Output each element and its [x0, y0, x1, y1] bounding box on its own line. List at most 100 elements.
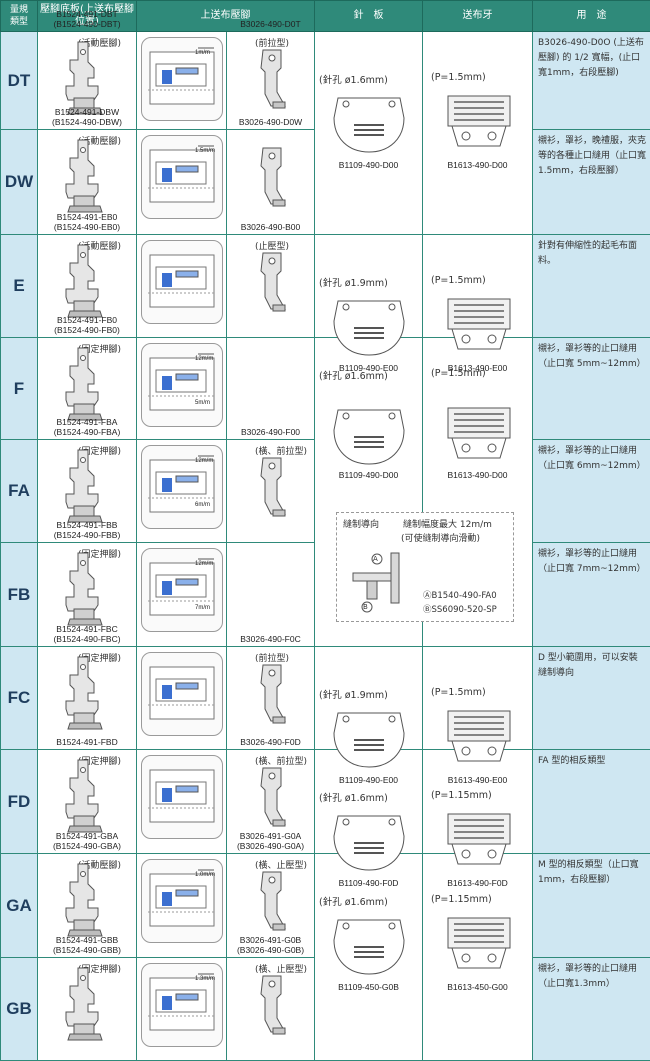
- upper-part-number: B3026-490-D0W: [229, 117, 312, 127]
- foot-position-diagram: [142, 653, 222, 733]
- guide-title-1: 縫制導向: [343, 517, 379, 530]
- presser-foot-icon: [60, 758, 106, 834]
- feed-part-number: B1613-490-D00: [423, 160, 532, 170]
- header-use: 用 途: [533, 1, 650, 32]
- upper-part-number: B3026-491-G0B (B3026-490-G0B): [229, 935, 312, 955]
- feed-spec: (P=1.5mm): [431, 275, 486, 286]
- header-feed: 送布牙: [423, 1, 533, 32]
- upper-cell: (前拉型) B3026-490-F0C: [227, 647, 315, 750]
- needle-spec: (針孔 ø1.6mm): [319, 894, 388, 908]
- foot-part-number: B1524-491-GBA (B1524-490-GBA): [42, 831, 132, 851]
- feed-dog-icon: [438, 912, 518, 974]
- upper-feed-foot-icon: [253, 454, 293, 524]
- type-code: FC: [1, 647, 38, 750]
- upper-cell: (橫、止壓型) B3026-491-G0B (B3026-490-G0B): [227, 958, 315, 1061]
- needle-plate-cell: (針孔 ø1.6mm) B1109-490-D00: [315, 32, 423, 235]
- sewing-guide-inset: 縫制導向 縫制幅度最大 12m/m (可使縫制導向滑動) A B ⒶB1540-…: [336, 512, 514, 622]
- header-needle: 針 板: [315, 1, 423, 32]
- guide-mark-b: B: [363, 603, 368, 611]
- diagram-cell: 1.5m/m: [137, 130, 227, 235]
- foot-position-diagram: [142, 241, 222, 321]
- foot-part-number: B1524-491-FBB (B1524-490-FBB): [42, 520, 132, 540]
- upper-feed-foot-icon: [253, 868, 293, 938]
- foot-part-number: B1524-491-GBB (B1524-490-GBB): [42, 935, 132, 955]
- dimension-label: 1.5m/m: [195, 146, 215, 156]
- needle-part-number: B1109-450-G0B: [315, 982, 422, 992]
- dimension-label: 1.0m/m: [195, 870, 215, 880]
- needle-plate-cell: (針孔 ø1.9mm) B1109-490-E00: [315, 647, 423, 750]
- upper-feed-foot-icon: [253, 249, 293, 319]
- part-row: FC (固定押腳) B1524-491-FBC (B1524-490-FBC) …: [1, 647, 650, 750]
- diagram-cell: 1.3m/m: [137, 958, 227, 1061]
- needle-plate-icon: [330, 90, 408, 156]
- use-description: 襯衫，罩衫等的止口縫用（止口寬 5mm~12mm）: [533, 338, 650, 440]
- type-code: FA: [1, 440, 38, 543]
- upper-cell: B3026-490-D0W: [227, 130, 315, 235]
- feed-dog-cell: (P=1.15mm) B1613-450-G00: [423, 854, 533, 1061]
- feed-spec: (P=1.5mm): [431, 368, 486, 379]
- diagram-cell: 12m/m 5m/m: [137, 338, 227, 440]
- presser-foot-icon: [60, 551, 106, 627]
- needle-spec: (針孔 ø1.9mm): [319, 687, 388, 701]
- upper-part-number: B3026-490-F00: [229, 427, 312, 437]
- feed-dog-icon: [438, 90, 518, 152]
- use-description: 襯衫，罩衫等的止口縫用（止口寬 6mm~12mm）: [533, 440, 650, 543]
- diagram-cell: [137, 647, 227, 750]
- use-description: B3026-490-D0O (上送布壓腳) 的 1/2 寬幅，(止口寬1mm，右…: [533, 32, 650, 130]
- sewing-guide-icon: [347, 545, 417, 615]
- feed-part-number: B1613-450-G00: [423, 982, 532, 992]
- needle-plate-cell: (針孔 ø1.9mm) B1109-490-E00: [315, 235, 423, 338]
- feed-dog-cell: (P=1.5mm) B1613-490-E00: [423, 235, 533, 338]
- needle-spec: (針孔 ø1.6mm): [319, 72, 388, 86]
- use-description: 襯衫，罩衫等的止口縫用（止口寬1.3mm）: [533, 958, 650, 1061]
- diagram-cell: 1m/m: [137, 32, 227, 130]
- presser-foot-icon: [60, 862, 106, 938]
- needle-spec: (針孔 ø1.9mm): [319, 275, 388, 289]
- use-description: 針對有伸縮性的起毛布面料。: [533, 235, 650, 338]
- upper-cell: (橫、前拉型) B3026-490-F00: [227, 440, 315, 543]
- dimension-label-2: 6m/m: [195, 500, 210, 510]
- upper-part-number: B3026-490-D0T: [229, 19, 312, 29]
- needle-part-number: B1109-490-D00: [315, 470, 422, 480]
- guide-mark-a: A: [373, 555, 378, 563]
- feed-spec: (P=1.5mm): [431, 687, 486, 698]
- foot-part-number: B1524-491-DBT (B1524-490-DBT): [42, 9, 132, 29]
- type-code: FB: [1, 543, 38, 647]
- diagram-cell: [137, 750, 227, 854]
- foot-position-diagram: [142, 38, 222, 118]
- use-description: D 型小範圍用，可以安裝縫制導向: [533, 647, 650, 750]
- diagram-cell: 12m/m 6m/m: [137, 440, 227, 543]
- presser-foot-icon: [60, 966, 106, 1042]
- upper-feed-foot-icon: [253, 764, 293, 834]
- presser-foot-icon: [60, 448, 106, 524]
- dimension-label-2: 5m/m: [195, 398, 210, 408]
- feed-dog-cell: (P=1.15mm) B1613-490-F0D: [423, 750, 533, 854]
- diagram-cell: 1.0m/m: [137, 854, 227, 958]
- presser-foot-icon: [60, 346, 106, 422]
- use-description: M 型的相反類型（止口寬1mm，右段壓腳）: [533, 854, 650, 958]
- type-code: DW: [1, 130, 38, 235]
- upper-feed-foot-icon: [253, 972, 293, 1042]
- needle-part-number: B1109-490-D00: [315, 160, 422, 170]
- feed-spec: (P=1.15mm): [431, 894, 492, 905]
- feed-dog-cell: (P=1.5mm) B1613-490-D00: [423, 32, 533, 235]
- foot-part-number: B1524-491-FBA (B1524-490-FBA): [42, 417, 132, 437]
- foot-cell: (固定押腳) B1524-491-GBB (B1524-490-GBB): [38, 958, 137, 1061]
- dimension-label: 12m/m: [195, 559, 213, 569]
- type-code: FD: [1, 750, 38, 854]
- feed-dog-cell: (P=1.5mm) B1613-490-E00: [423, 647, 533, 750]
- needle-spec: (針孔 ø1.6mm): [319, 790, 388, 804]
- foot-part-number: B1524-491-DBW (B1524-490-DBW): [42, 107, 132, 127]
- feed-spec: (P=1.15mm): [431, 790, 492, 801]
- guide-part-b: ⒷSS6090-520-SP: [423, 603, 497, 615]
- upper-cell: (止壓型) B3026-490-B00: [227, 235, 315, 338]
- dimension-label: 12m/m: [195, 354, 213, 364]
- upper-cell: [227, 338, 315, 440]
- upper-part-number: B3026-490-F0C: [229, 634, 312, 644]
- upper-feed-foot-icon: [253, 144, 293, 214]
- upper-cell: [227, 543, 315, 647]
- foot-position-diagram: [142, 756, 222, 836]
- dimension-label: 1m/m: [195, 48, 210, 58]
- presser-foot-icon: [60, 243, 106, 319]
